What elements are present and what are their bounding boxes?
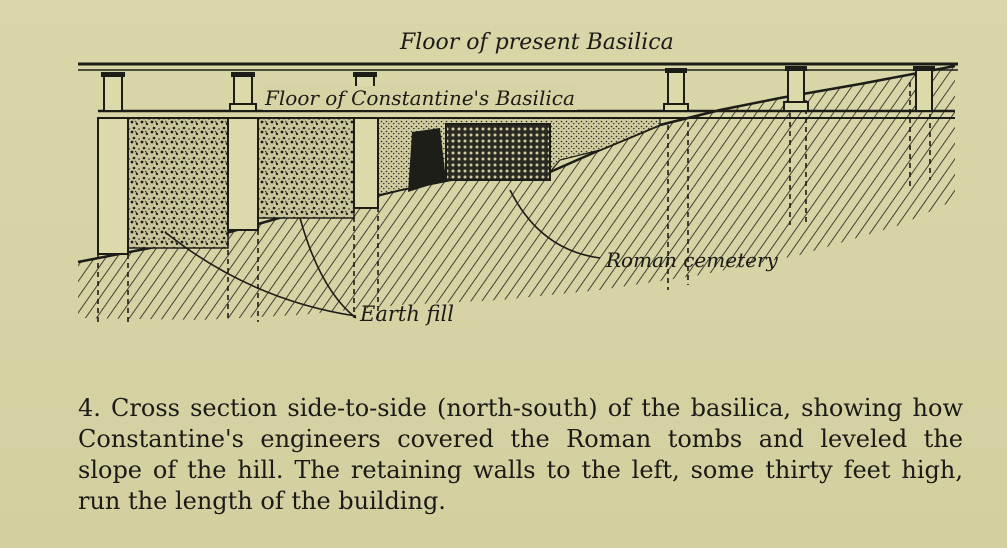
retaining-wall-3 [353,117,379,209]
retaining-wall-2 [227,117,259,231]
roman-tomb-left [408,128,446,192]
roman-tomb-main [445,123,551,181]
retaining-wall-1 [97,117,129,255]
figure-caption: 4. Cross section side-to-side (north-sou… [78,394,963,515]
hill-ground [78,66,955,320]
earth-fill-block-1 [127,117,229,249]
label-constantine-floor: Floor of Constantine's Basilica [263,86,577,110]
label-earth-fill: Earth fill [360,302,454,326]
label-present-floor: Floor of present Basilica [400,30,674,55]
earth-fill-block-2 [257,117,355,219]
label-roman-cemetery: Roman cemetery [606,248,778,272]
